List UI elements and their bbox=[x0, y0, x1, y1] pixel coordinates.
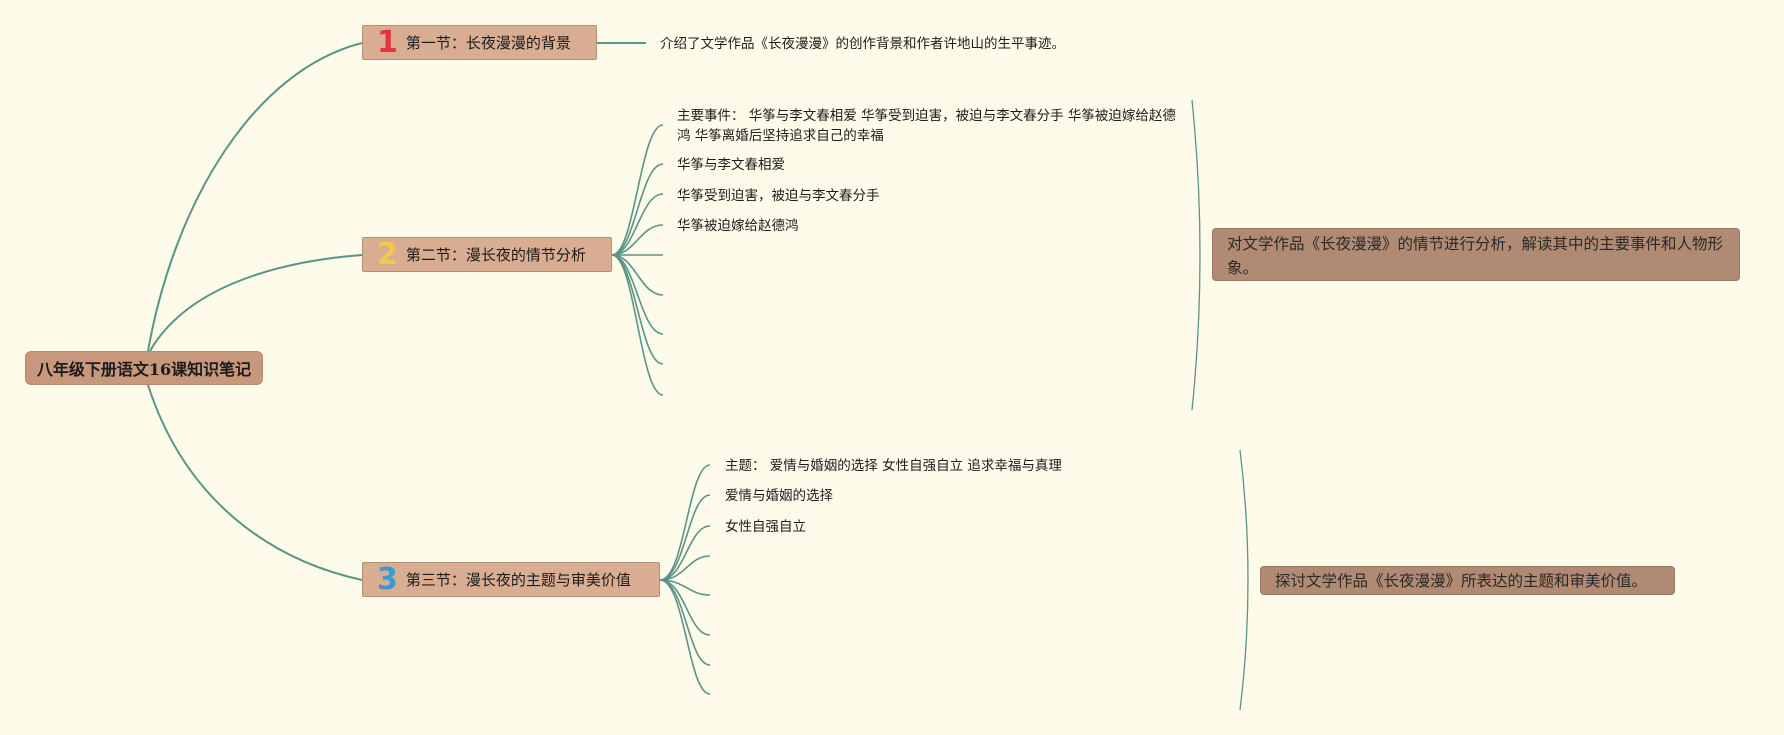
section-2-node[interactable]: 2 第二节：漫长夜的情节分析 bbox=[362, 237, 612, 272]
section-3-item-1[interactable]: 爱情与婚姻的选择 bbox=[725, 488, 833, 504]
section-3-item-2[interactable]: 女性自强自立 bbox=[725, 519, 806, 535]
section-3-node[interactable]: 3 第三节：漫长夜的主题与审美价值 bbox=[362, 562, 660, 597]
section-2-item-3[interactable]: 华筝被迫嫁给赵德鸿 bbox=[677, 218, 799, 234]
number-1-icon: 1 bbox=[377, 24, 398, 60]
section-2-summary[interactable]: 对文学作品《长夜漫漫》的情节进行分析，解读其中的主要事件和人物形象。 bbox=[1212, 228, 1740, 281]
section-3-summary[interactable]: 探讨文学作品《长夜漫漫》所表达的主题和审美价值。 bbox=[1260, 566, 1675, 595]
section-2-item-1[interactable]: 华筝与李文春相爱 bbox=[677, 157, 785, 173]
section-2-label: 第二节：漫长夜的情节分析 bbox=[405, 246, 586, 264]
section-2-summary-text: 对文学作品《长夜漫漫》的情节进行分析，解读其中的主要事件和人物形象。 bbox=[1227, 235, 1724, 277]
section-3-item-theme[interactable]: 主题： 爱情与婚姻的选择 女性自强自立 追求幸福与真理 bbox=[725, 458, 1062, 474]
section-3-summary-text: 探讨文学作品《长夜漫漫》所表达的主题和审美价值。 bbox=[1275, 572, 1648, 590]
section-1-node[interactable]: 1 第一节：长夜漫漫的背景 bbox=[362, 25, 597, 60]
section-1-label: 第一节：长夜漫漫的背景 bbox=[405, 34, 571, 52]
root-label: 八年级下册语文16课知识笔记 bbox=[36, 360, 252, 379]
section-2-item-main-events[interactable]: 主要事件： 华筝与李文春相爱 华筝受到迫害，被迫与李文春分手 华筝被迫嫁给赵德鸿… bbox=[677, 108, 1176, 144]
root-node[interactable]: 八年级下册语文16课知识笔记 bbox=[25, 351, 263, 385]
section-3-label: 第三节：漫长夜的主题与审美价值 bbox=[405, 571, 631, 589]
section-2-item-2[interactable]: 华筝受到迫害，被迫与李文春分手 bbox=[677, 188, 880, 204]
number-2-icon: 2 bbox=[377, 236, 398, 272]
section-1-description[interactable]: 介绍了文学作品《长夜漫漫》的创作背景和作者许地山的生平事迹。 bbox=[660, 36, 1065, 52]
number-3-icon: 3 bbox=[377, 561, 398, 597]
